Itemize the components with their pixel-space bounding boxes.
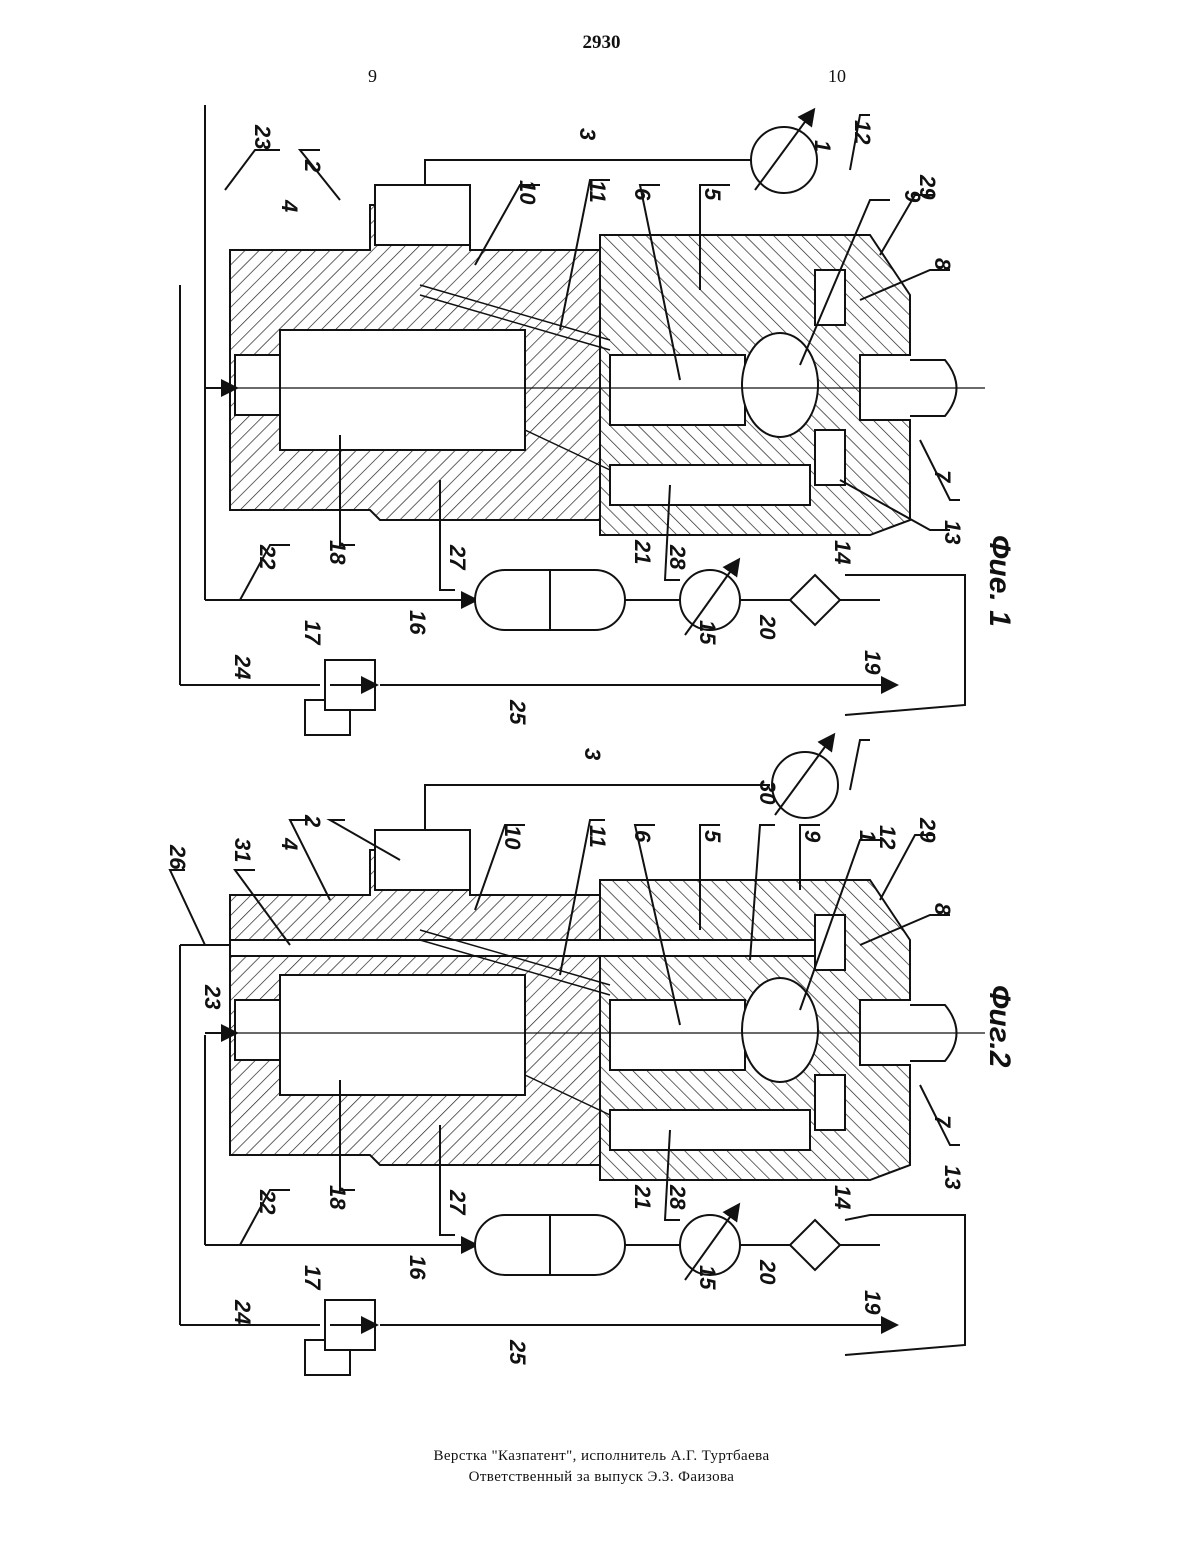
svg-text:9: 9 (800, 830, 825, 843)
svg-text:11: 11 (585, 825, 610, 848)
svg-text:13: 13 (940, 1165, 965, 1189)
svg-text:22: 22 (255, 544, 280, 570)
svg-text:12: 12 (850, 120, 875, 145)
svg-text:14: 14 (830, 540, 855, 564)
svg-text:3: 3 (580, 748, 605, 760)
svg-text:10: 10 (515, 180, 540, 205)
svg-text:17: 17 (300, 1265, 325, 1291)
svg-text:3: 3 (575, 128, 600, 140)
svg-text:19: 19 (860, 1290, 885, 1315)
footer: Верстка "Казпатент", исполнитель А.Г. Ту… (0, 1446, 1203, 1488)
svg-text:21: 21 (630, 1184, 655, 1209)
svg-text:31: 31 (230, 838, 255, 862)
svg-text:4: 4 (277, 837, 302, 850)
figure-1-caption: Фие. 1 (983, 535, 1016, 627)
svg-text:24: 24 (230, 1299, 255, 1324)
svg-text:23: 23 (250, 124, 275, 149)
svg-text:26: 26 (165, 844, 190, 870)
svg-text:16: 16 (405, 1255, 430, 1280)
svg-text:5: 5 (700, 188, 725, 201)
footer-line-2: Ответственный за выпуск Э.З. Фаизова (0, 1467, 1203, 1488)
svg-text:27: 27 (445, 544, 470, 571)
svg-text:15: 15 (695, 620, 720, 645)
svg-text:8: 8 (930, 903, 955, 916)
svg-text:8: 8 (930, 258, 955, 271)
svg-text:6: 6 (630, 188, 655, 201)
svg-text:27: 27 (445, 1189, 470, 1216)
svg-text:14: 14 (830, 1185, 855, 1209)
svg-text:29: 29 (915, 817, 940, 843)
svg-text:24: 24 (230, 654, 255, 679)
svg-text:23: 23 (200, 984, 225, 1009)
technical-drawings: 1 2 3 4 5 6 7 8 9 10 11 12 13 14 15 16 1… (0, 0, 1203, 1440)
svg-text:20: 20 (755, 614, 780, 640)
svg-text:15: 15 (695, 1265, 720, 1290)
svg-text:6: 6 (630, 830, 655, 843)
svg-text:30: 30 (755, 780, 780, 805)
svg-text:7: 7 (930, 470, 955, 484)
svg-text:22: 22 (255, 1189, 280, 1215)
svg-text:28: 28 (665, 544, 690, 570)
svg-text:5: 5 (700, 830, 725, 843)
svg-text:25: 25 (505, 1339, 530, 1365)
svg-text:11: 11 (585, 180, 610, 203)
svg-text:29: 29 (915, 174, 940, 200)
svg-text:25: 25 (505, 699, 530, 725)
footer-line-1: Верстка "Казпатент", исполнитель А.Г. Ту… (0, 1446, 1203, 1467)
svg-text:13: 13 (940, 520, 965, 544)
svg-text:2: 2 (300, 814, 325, 828)
svg-text:2: 2 (300, 159, 325, 173)
svg-text:1: 1 (810, 140, 835, 152)
svg-text:4: 4 (277, 199, 302, 212)
svg-text:10: 10 (500, 825, 525, 850)
svg-text:12: 12 (875, 825, 900, 850)
svg-text:18: 18 (325, 540, 350, 565)
svg-text:19: 19 (860, 650, 885, 675)
svg-text:16: 16 (405, 610, 430, 635)
svg-text:28: 28 (665, 1184, 690, 1210)
svg-text:7: 7 (930, 1115, 955, 1129)
svg-text:17: 17 (300, 620, 325, 646)
svg-text:21: 21 (630, 539, 655, 564)
svg-text:18: 18 (325, 1185, 350, 1210)
svg-text:20: 20 (755, 1259, 780, 1285)
figure-2-caption: Фиг.2 (983, 985, 1016, 1068)
